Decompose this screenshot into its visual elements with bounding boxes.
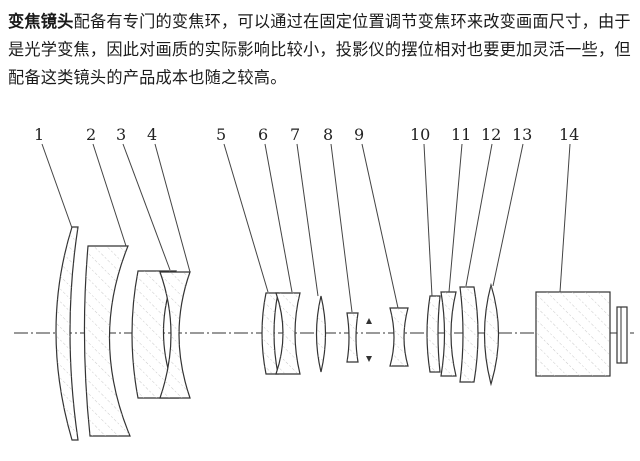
leader-line-9 xyxy=(361,143,399,309)
label-13: 13 xyxy=(512,125,532,144)
leader-line-11 xyxy=(448,143,463,293)
lens-2: 2 xyxy=(83,125,131,437)
label-11: 11 xyxy=(451,125,471,144)
lens-11: 11 xyxy=(440,125,471,377)
lens-8: 8 xyxy=(323,125,372,363)
label-4: 4 xyxy=(147,125,157,144)
intro-term: 变焦镜头 xyxy=(8,12,74,31)
lens-6: 6 xyxy=(258,125,301,375)
intro-body: 配备有专门的变焦环，可以通过在固定位置调节变焦环来改变画面尺寸，由于是光学变焦，… xyxy=(8,12,631,87)
lens-12: 12 xyxy=(459,125,501,383)
lens-3: 3 xyxy=(116,125,179,399)
leader-line-8 xyxy=(330,143,353,313)
lens-7: 7 xyxy=(290,125,327,373)
label-7: 7 xyxy=(290,125,300,144)
arrow-up-icon xyxy=(366,318,372,324)
label-10: 10 xyxy=(410,125,430,144)
prism-14: 14 xyxy=(535,125,628,377)
arrow-down-icon xyxy=(366,356,372,362)
leader-line-4 xyxy=(154,143,191,273)
lens-10: 10 xyxy=(410,125,441,373)
label-2: 2 xyxy=(86,125,96,144)
leader-line-7 xyxy=(296,143,319,297)
label-5: 5 xyxy=(216,125,226,144)
lens-5: 5 xyxy=(216,125,279,375)
label-8: 8 xyxy=(323,125,333,144)
leader-line-3 xyxy=(122,143,171,271)
leader-line-12 xyxy=(465,143,493,287)
leader-line-5 xyxy=(223,143,269,293)
leader-line-13 xyxy=(492,143,524,287)
label-14: 14 xyxy=(559,125,579,144)
lens-4: 4 xyxy=(147,125,191,399)
leader-line-2 xyxy=(92,143,127,247)
label-12: 12 xyxy=(481,125,501,144)
leader-line-1 xyxy=(41,143,73,229)
zoom-lens-diagram: 1 2 3 4 5 xyxy=(14,125,634,441)
lens-9: 9 xyxy=(354,125,409,367)
label-6: 6 xyxy=(258,125,268,144)
leader-line-10 xyxy=(423,143,433,297)
leader-line-14 xyxy=(559,143,571,293)
label-9: 9 xyxy=(354,125,364,144)
label-1: 1 xyxy=(34,125,44,144)
label-3: 3 xyxy=(116,125,126,144)
lens-13: 13 xyxy=(483,125,532,387)
lens-1: 1 xyxy=(34,125,79,441)
intro-paragraph: 变焦镜头配备有专门的变焦环，可以通过在固定位置调节变焦环来改变画面尺寸，由于是光… xyxy=(8,8,632,92)
leader-line-6 xyxy=(264,143,293,293)
